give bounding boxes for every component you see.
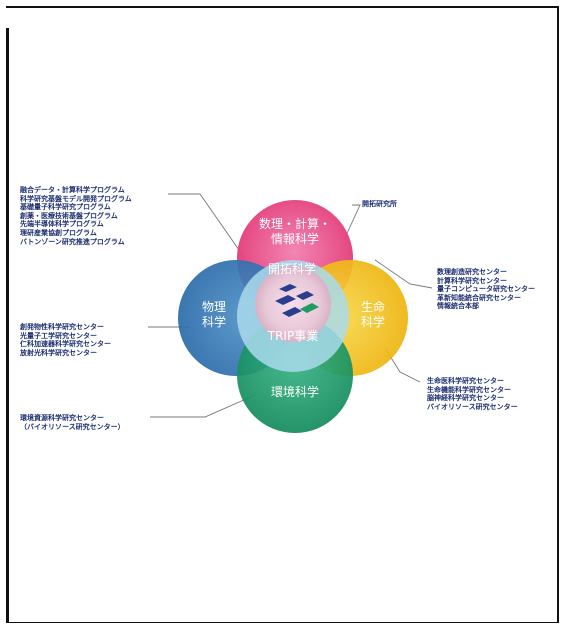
physics-label: 物理 科学 — [184, 300, 244, 330]
life-science-label-line1: 生命 — [360, 300, 385, 314]
list-item: 脳神経科学研究センター — [427, 394, 504, 403]
left-border-rule — [6, 28, 9, 623]
list-item: 先端半導体科学プログラム — [20, 220, 104, 229]
connector-top-left — [168, 193, 256, 274]
life-science-label: 生命 科学 — [343, 300, 403, 330]
list-item: 理研産業協創プログラム — [20, 228, 97, 237]
connector-top-right — [343, 204, 361, 241]
list-item: （バイオリソース研究センター） — [20, 422, 125, 431]
list-item: 環境資源科学研究センター — [20, 414, 104, 422]
list-item: 数理創造研究センター — [437, 268, 507, 276]
logo-mark-icon — [275, 284, 319, 317]
group-top-left: 融合データ・計算科学プログラム 科学研究基盤モデル開発プログラム 基礎量子科学研… — [20, 186, 132, 246]
list-item: バイオリソース研究センター — [427, 402, 518, 411]
center-core — [255, 266, 331, 342]
trip-label: TRIP事業 — [267, 329, 319, 343]
list-item: 生命医科学研究センター — [427, 377, 504, 385]
group-left: 創発物性科学研究センター 光量子工学研究センター 仁科加速器科学研究センター 放… — [20, 323, 111, 357]
list-item: 融合データ・計算科学プログラム — [20, 186, 125, 194]
group-bottom-left: 環境資源科学研究センター （バイオリソース研究センター） — [20, 414, 125, 431]
list-item: 放射光科学研究センター — [20, 348, 97, 357]
list-item: 光量子工学研究センター — [20, 331, 97, 340]
list-item: 量子コンピュータ研究センター — [437, 285, 535, 294]
list-item: 創発物性科学研究センター — [20, 323, 104, 331]
list-item: 計算科学研究センター — [437, 276, 507, 285]
list-item: 創薬・医療技術基盤プログラム — [20, 211, 118, 220]
list-item: 仁科加速器科学研究センター — [20, 340, 111, 349]
connector-right-upper — [374, 259, 433, 289]
page-frame — [6, 6, 559, 623]
list-item: 開拓研究所 — [362, 200, 397, 208]
physics-label-line2: 科学 — [201, 315, 226, 329]
list-item: 革新知能統合研究センター — [437, 293, 521, 302]
life-science-label-line2: 科学 — [360, 315, 385, 329]
physics-label-line1: 物理 — [201, 300, 226, 314]
list-item: 科学研究基盤モデル開発プログラム — [20, 194, 132, 203]
group-right-lower: 生命医科学研究センター 生命機能科学研究センター 脳神経科学研究センター バイオ… — [427, 377, 518, 411]
math-info-label: 数理・計算・ 情報科学 — [245, 217, 345, 247]
list-item: バトンゾーン研究推進プログラム — [20, 237, 125, 246]
environment-label: 環境科学 — [270, 385, 319, 399]
math-info-label-line2: 情報科学 — [270, 232, 319, 246]
list-item: 基礎量子科学研究プログラム — [20, 203, 111, 212]
math-info-label-line1: 数理・計算・ — [258, 217, 331, 231]
frontier-science-label: 開拓科学 — [267, 262, 316, 276]
group-right-upper: 数理創造研究センター 計算科学研究センター 量子コンピュータ研究センター 革新知… — [437, 268, 535, 311]
connector-bottom-left — [150, 394, 256, 418]
list-item: 生命機能科学研究センター — [427, 385, 511, 394]
group-top-right: 開拓研究所 — [362, 200, 397, 209]
list-item: 情報統合本部 — [437, 302, 479, 311]
